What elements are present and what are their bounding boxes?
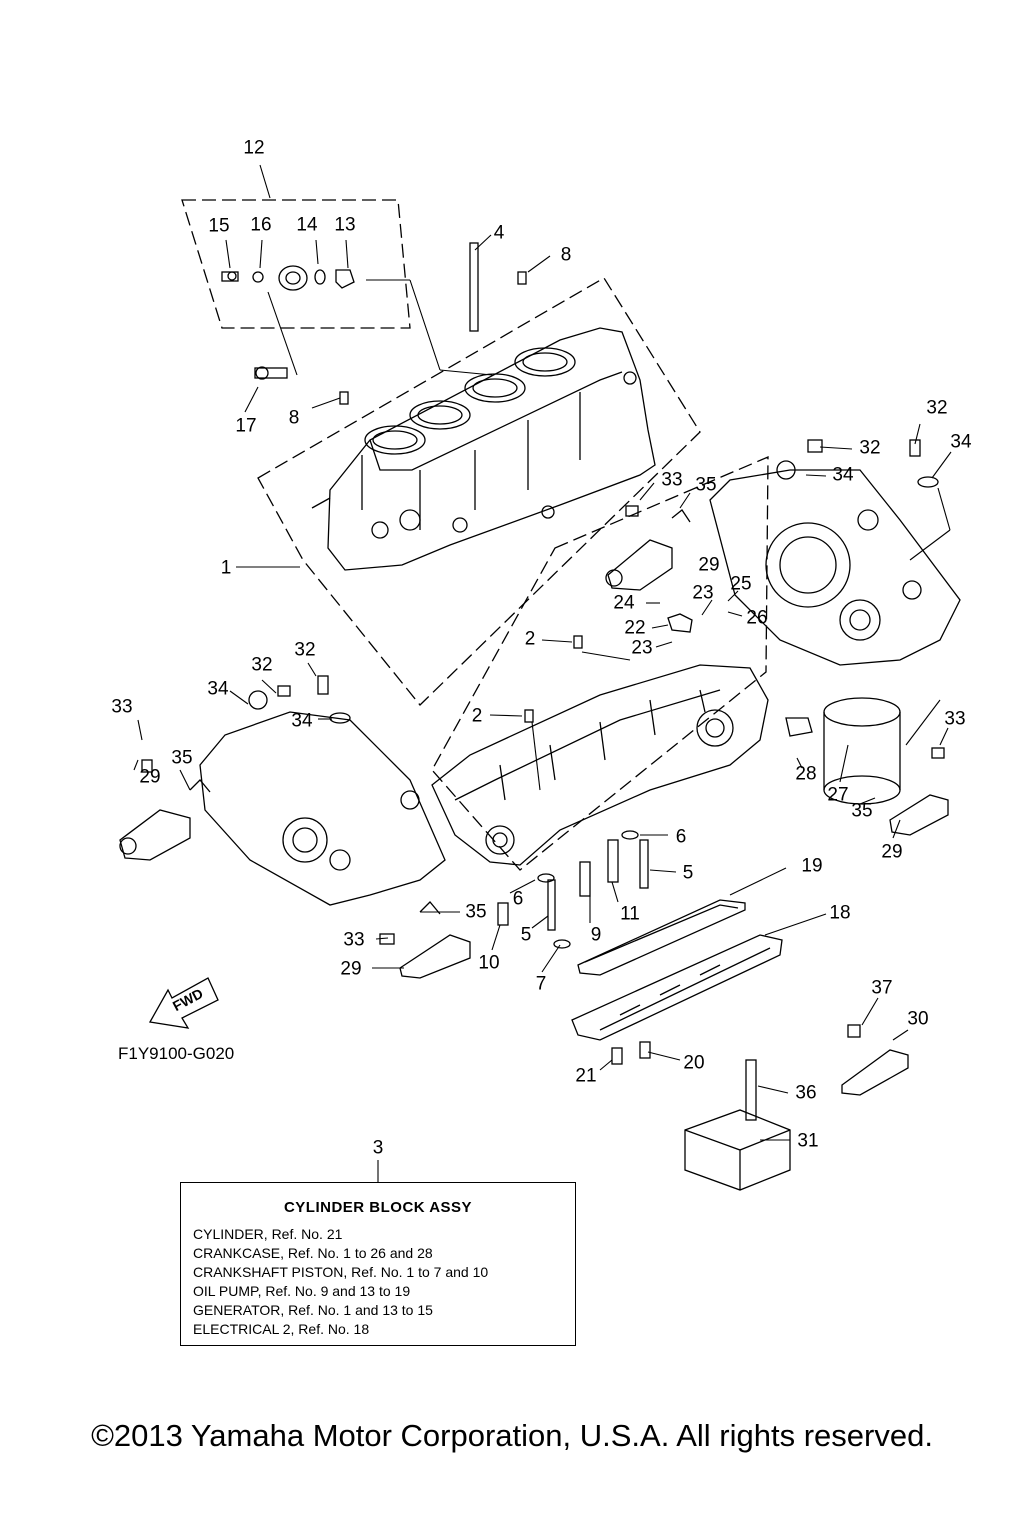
callout-4: 4 <box>493 222 505 244</box>
callout-13: 13 <box>334 214 356 236</box>
callout-8-left: 8 <box>288 407 300 429</box>
callout-23-top: 23 <box>692 582 714 604</box>
oil-pump-parts <box>221 265 355 380</box>
callout-7: 7 <box>535 973 547 995</box>
callout-34-left-inner: 34 <box>291 710 313 732</box>
stud-and-dowels <box>339 242 583 723</box>
callout-5-left: 5 <box>520 924 532 946</box>
callout-35-left: 35 <box>171 747 193 769</box>
fwd-arrow-icon <box>148 977 219 1029</box>
callout-1: 1 <box>220 557 232 579</box>
callout-9: 9 <box>590 924 602 946</box>
generator-cover-right <box>709 439 961 666</box>
generator-cover-left <box>141 675 446 906</box>
callout-35-right: 35 <box>851 800 873 822</box>
callout-19: 19 <box>801 855 823 877</box>
callout-34-right-inner: 34 <box>832 464 854 486</box>
callout-16: 16 <box>250 214 272 236</box>
callout-27: 27 <box>827 784 849 806</box>
cylinder-block <box>311 327 656 571</box>
dashed-group-outlines <box>181 199 769 871</box>
mount-bracket-left <box>119 779 211 861</box>
copyright-notice: ©2013 Yamaha Motor Corporation, U.S.A. A… <box>91 1418 933 1453</box>
callout-37: 37 <box>871 977 893 999</box>
callout-3: 3 <box>372 1137 384 1159</box>
callout-33-right: 33 <box>944 708 966 730</box>
leader-lines <box>133 164 952 1182</box>
callout-5-right: 5 <box>682 862 694 884</box>
callout-28: 28 <box>795 763 817 785</box>
figure-code: F1Y9100-G020 <box>118 1044 235 1063</box>
legend-line: CRANKCASE, Ref. No. 1 to 26 and 28 <box>193 1245 433 1261</box>
legend-line: OIL PUMP, Ref. No. 9 and 13 to 19 <box>193 1283 411 1299</box>
oil-pan <box>571 934 783 1065</box>
mount-bracket-lower <box>379 901 471 979</box>
bracket-30 <box>841 1024 909 1096</box>
legend-title: CYLINDER BLOCK ASSY <box>283 1199 473 1216</box>
mount-bracket-right <box>889 747 949 836</box>
callout-24: 24 <box>613 592 635 614</box>
callout-32-left-top: 32 <box>294 639 316 661</box>
mount-bracket-upper <box>605 505 691 591</box>
callout-6-right: 6 <box>675 826 687 848</box>
callout-32-top-right: 32 <box>926 397 948 419</box>
crankcase <box>431 613 769 866</box>
callout-23-bottom: 23 <box>631 637 653 659</box>
callout-10: 10 <box>478 952 500 974</box>
callout-30: 30 <box>907 1008 929 1030</box>
callout-36: 36 <box>795 1082 817 1104</box>
callout-11: 11 <box>620 903 640 925</box>
crank-bolts <box>497 830 649 949</box>
callout-29-upper: 29 <box>698 554 720 576</box>
callout-20: 20 <box>683 1052 705 1074</box>
callout-33-upper: 33 <box>661 469 683 491</box>
callout-17: 17 <box>235 415 257 437</box>
callout-15: 15 <box>208 215 230 237</box>
callout-2-top: 2 <box>524 628 536 650</box>
callout-26: 26 <box>746 607 768 629</box>
callout-29-bottom: 29 <box>340 958 362 980</box>
callout-32-right: 32 <box>859 437 881 459</box>
damper-31 <box>684 1059 791 1191</box>
legend-lines: CYLINDER, Ref. No. 21 CRANKCASE, Ref. No… <box>193 1225 488 1339</box>
callout-8-top: 8 <box>560 244 572 266</box>
callout-22: 22 <box>624 617 646 639</box>
legend-line: ELECTRICAL 2, Ref. No. 18 <box>193 1321 370 1337</box>
callout-34-right: 34 <box>950 431 972 453</box>
legend-line: CRANKSHAFT PISTON, Ref. No. 1 to 7 and 1… <box>193 1264 489 1280</box>
callout-2-mid: 2 <box>471 705 483 727</box>
oil-pan-gasket <box>577 899 746 976</box>
callout-6-left: 6 <box>512 888 524 910</box>
legend-line: GENERATOR, Ref. No. 1 and 13 to 15 <box>193 1302 433 1318</box>
callout-31: 31 <box>797 1130 819 1152</box>
callout-33-bottom: 33 <box>343 929 365 951</box>
callout-35-upper: 35 <box>695 474 717 496</box>
assembly-legend-box: CYLINDER BLOCK ASSY CYLINDER, Ref. No. 2… <box>180 1182 576 1346</box>
legend-line: CYLINDER, Ref. No. 21 <box>193 1226 343 1242</box>
oil-filter <box>785 697 901 805</box>
callout-35-bottom: 35 <box>465 901 487 923</box>
callout-21: 21 <box>575 1065 597 1087</box>
callout-33-left: 33 <box>111 696 133 718</box>
callout-32-left: 32 <box>251 654 273 676</box>
callout-12: 12 <box>243 137 265 159</box>
callout-29-right: 29 <box>881 841 903 863</box>
callout-34-left: 34 <box>207 678 229 700</box>
callout-18: 18 <box>829 902 851 924</box>
callout-14: 14 <box>296 214 318 236</box>
callout-29-left: 29 <box>139 766 161 788</box>
callout-25: 25 <box>730 573 752 595</box>
